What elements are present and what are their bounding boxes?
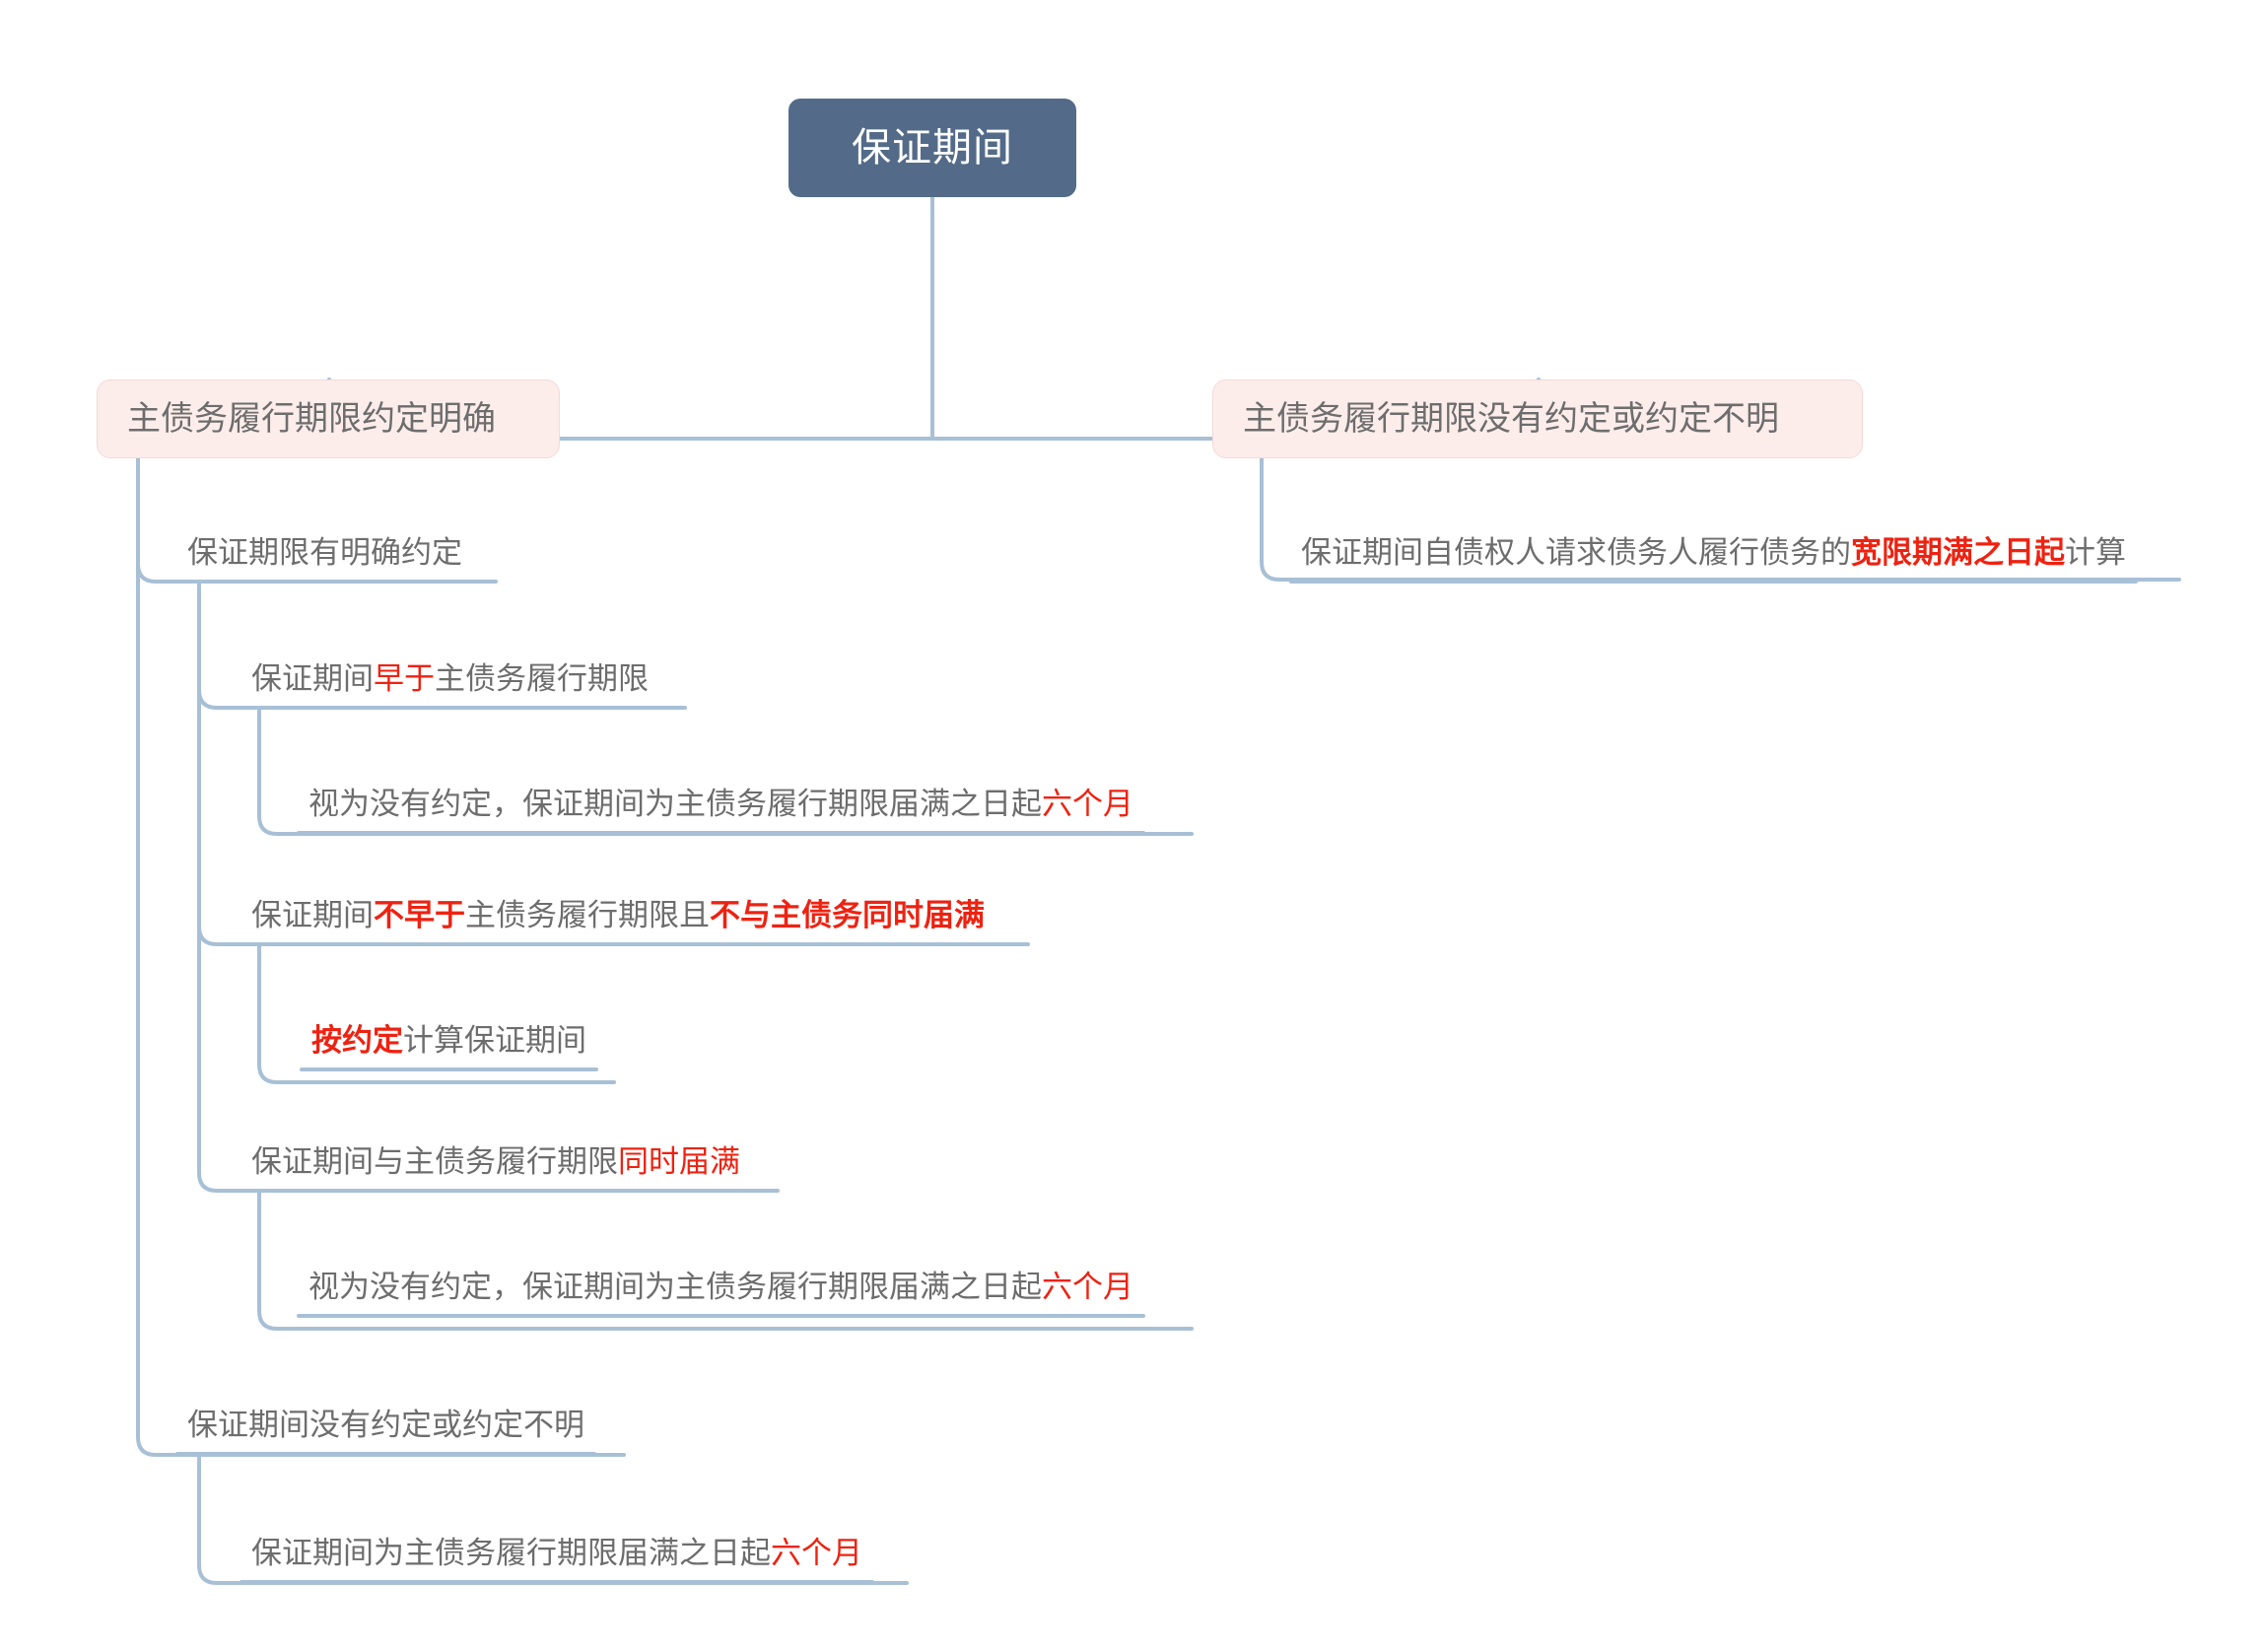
leaf-l1a1[interactable]: 视为没有约定，保证期间为主债务履行期限届满之日起六个月 — [309, 789, 1133, 819]
leaf-text-part-1: 六个月 — [1042, 1270, 1133, 1304]
leaf-text-part-0: 保证期间与主债务履行期限 — [251, 1144, 618, 1179]
branch-node-right-label: 主债务履行期限没有约定或约定不明 — [1243, 400, 1779, 438]
leaf-l1b[interactable]: 保证期间不早于主债务履行期限且不与主债务同时届满 — [251, 900, 985, 930]
leaf-text-part-0: 保证期间 — [251, 661, 374, 696]
leaf-text-part-0: 保证期间自债权人请求债务人履行债务的 — [1301, 535, 1851, 570]
leaf-text-part-1: 同时届满 — [618, 1144, 740, 1179]
connector-l1b-to-l1b1 — [257, 944, 616, 1084]
leaf-text-part-2: 主债务履行期限且 — [465, 898, 710, 932]
leaf-text-part-0: 保证期限有明确约定 — [187, 535, 462, 570]
leaf-text-part-0: 保证期间为主债务履行期限届满之日起 — [251, 1536, 771, 1570]
leaf-l2a[interactable]: 保证期间为主债务履行期限届满之日起六个月 — [251, 1538, 862, 1568]
leaf-text-part-1: 六个月 — [771, 1536, 862, 1570]
leaf-text-part-0: 视为没有约定，保证期间为主债务履行期限届满之日起 — [309, 787, 1042, 821]
leaf-text-part-0: 保证期间没有约定或约定不明 — [187, 1408, 584, 1442]
leaf-text-part-1: 六个月 — [1042, 787, 1133, 821]
root-node[interactable]: 保证期间 — [789, 99, 1076, 197]
leaf-l1b1[interactable]: 按约定计算保证期间 — [311, 1025, 586, 1056]
leaf-l1c[interactable]: 保证期间与主债务履行期限同时届满 — [251, 1146, 740, 1177]
leaf-text-part-2: 计算 — [2065, 535, 2126, 570]
leaf-text-part-1: 宽限期满之日起 — [1851, 535, 2065, 570]
leaf-l1[interactable]: 保证期限有明确约定 — [187, 537, 462, 568]
connector-left-spine-l2 — [136, 456, 626, 1457]
leaf-text-part-1: 早于 — [374, 661, 435, 696]
connector-l1c-to-l1c1 — [257, 1191, 1194, 1331]
leaf-text-part-0: 保证期间 — [251, 898, 374, 932]
leaf-text-part-1: 不早于 — [374, 898, 465, 932]
branch-node-left-label: 主债务履行期限约定明确 — [127, 400, 496, 438]
root-node-label: 保证期间 — [852, 126, 1013, 170]
branch-node-left[interactable]: 主债务履行期限约定明确 — [97, 379, 560, 458]
connector-l1-to-l1b — [197, 582, 1030, 946]
leaf-l2[interactable]: 保证期间没有约定或约定不明 — [187, 1410, 584, 1440]
leaf-text-part-1: 计算保证期间 — [403, 1023, 586, 1058]
leaf-text-part-0: 按约定 — [311, 1023, 403, 1058]
branch-node-right[interactable]: 主债务履行期限没有约定或约定不明 — [1212, 379, 1863, 458]
leaf-l1c1[interactable]: 视为没有约定，保证期间为主债务履行期限届满之日起六个月 — [309, 1272, 1133, 1302]
leaf-text-part-0: 视为没有约定，保证期间为主债务履行期限届满之日起 — [309, 1270, 1042, 1304]
leaf-text-part-3: 不与主债务同时届满 — [710, 898, 985, 932]
leaf-text-part-2: 主债务履行期限 — [435, 661, 649, 696]
leaf-right-child[interactable]: 保证期间自债权人请求债务人履行债务的宽限期满之日起计算 — [1301, 537, 2126, 568]
leaf-l1a[interactable]: 保证期间早于主债务履行期限 — [251, 663, 649, 694]
